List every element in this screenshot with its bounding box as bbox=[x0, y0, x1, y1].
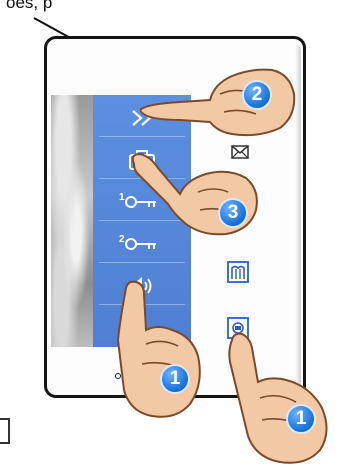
pointing-hand-top bbox=[140, 64, 298, 138]
gate-icon[interactable] bbox=[227, 261, 249, 283]
corner-bracket bbox=[0, 418, 10, 444]
step-badge-2: 2 bbox=[242, 80, 272, 110]
key-2-number: 2 bbox=[119, 234, 125, 245]
step-badge-1-right: 1 bbox=[286, 404, 316, 434]
key-2-icon bbox=[125, 236, 159, 252]
pointing-hand-bottom-right bbox=[226, 332, 334, 466]
pointing-hand-bottom-left bbox=[112, 280, 204, 420]
step-badge-3: 3 bbox=[218, 198, 248, 228]
key-1-number: 1 bbox=[119, 192, 125, 203]
step-badge-1-left: 1 bbox=[160, 364, 190, 394]
camera-feed-image bbox=[51, 95, 93, 347]
